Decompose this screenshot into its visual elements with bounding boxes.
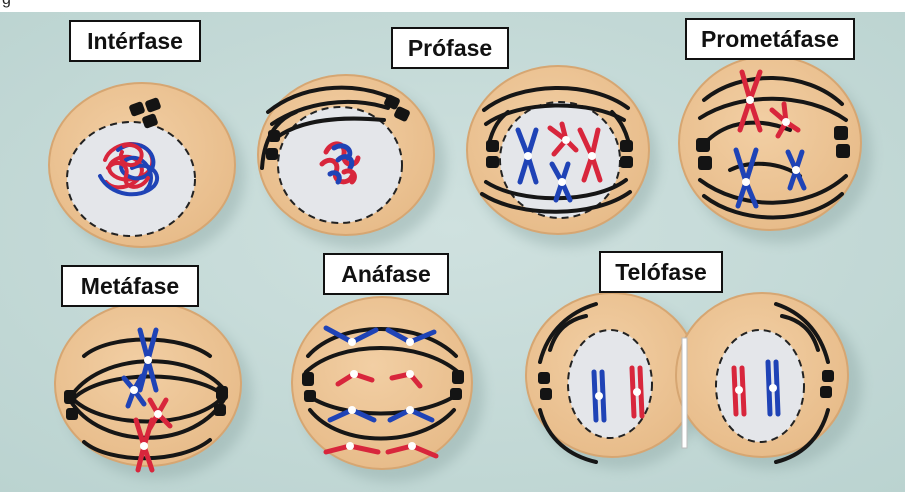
label-anafase: Anáfase — [323, 253, 449, 295]
label-profase: Prófase — [391, 27, 509, 69]
label-prometafase: Prometáfase — [685, 18, 855, 60]
label-metafase: Metáfase — [61, 265, 199, 307]
label-interfase: Intérfase — [69, 20, 201, 62]
label-telofase: Telófase — [599, 251, 723, 293]
